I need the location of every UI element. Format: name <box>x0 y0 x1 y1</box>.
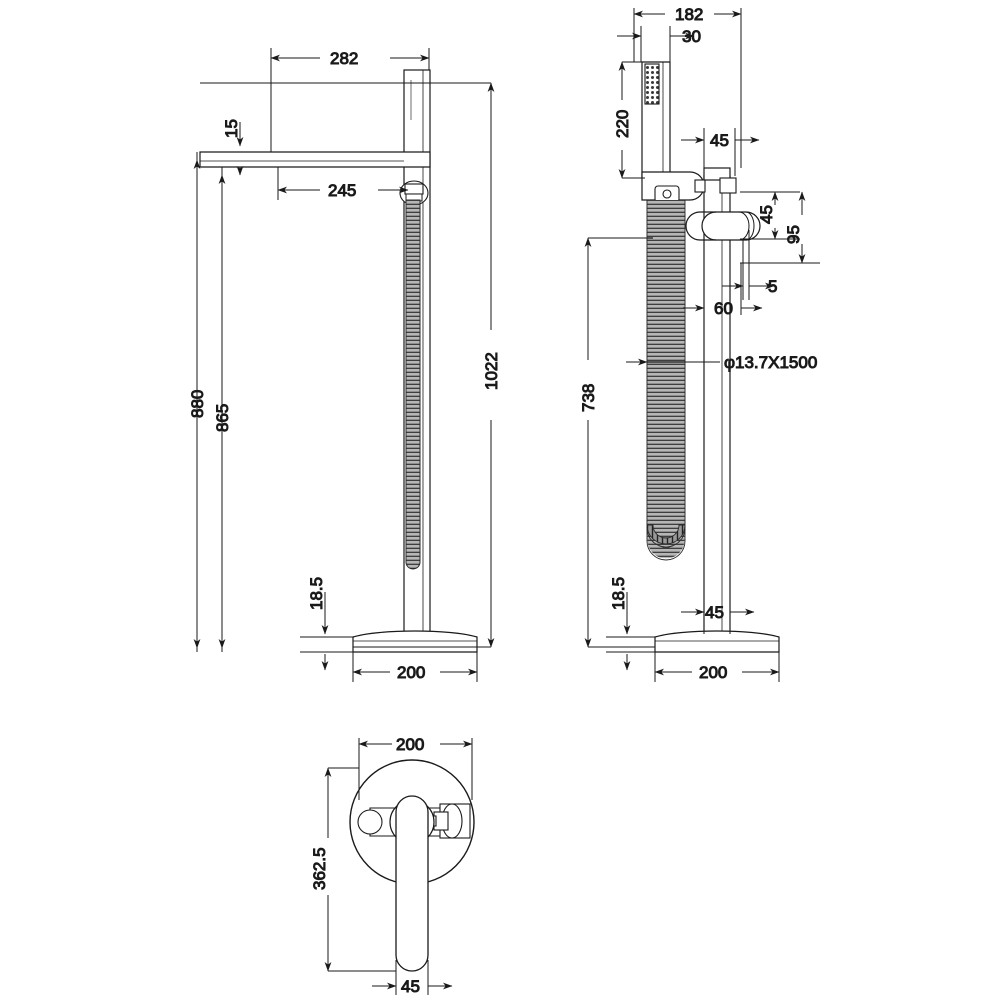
front-base-plate <box>352 630 478 653</box>
dim-18p5-front: 18.5 <box>307 577 326 610</box>
dim-95: 95 <box>784 225 803 244</box>
dim-245: 245 <box>328 181 356 200</box>
dim-18p5-side: 18.5 <box>609 577 628 610</box>
dim-5: 5 <box>768 277 777 296</box>
dim-15: 15 <box>222 119 241 138</box>
dim-880: 880 <box>188 390 207 418</box>
dim-865: 865 <box>213 404 232 432</box>
side-hose <box>646 200 686 561</box>
dim-45-height: 45 <box>757 205 776 224</box>
dim-45-plan: 45 <box>401 977 420 996</box>
side-handset <box>641 61 671 189</box>
dim-60: 60 <box>714 299 733 318</box>
side-outlet-nub <box>694 177 737 194</box>
dim-200-plan: 200 <box>396 735 424 754</box>
plan-valve-boss <box>425 803 471 839</box>
dim-200-front: 200 <box>397 663 425 682</box>
side-valve-body <box>685 211 761 241</box>
dim-1022: 1022 <box>482 352 501 390</box>
plan-lever-handle <box>395 795 429 972</box>
dim-hose-spec: φ13.7X1500 <box>724 353 817 372</box>
plan-view <box>349 759 475 972</box>
side-base-plate <box>654 630 780 653</box>
dim-30: 30 <box>682 27 701 46</box>
side-view-dimensions: 182 30 220 45 45 95 5 <box>579 5 820 683</box>
dim-200-side: 200 <box>699 663 727 682</box>
dim-220: 220 <box>613 110 632 138</box>
front-spout <box>199 151 431 168</box>
dim-282: 282 <box>330 49 358 68</box>
front-hose <box>405 199 421 570</box>
plan-view-dimensions: 200 362.5 45 <box>310 735 473 997</box>
side-elevation-view <box>641 61 780 653</box>
dim-182: 182 <box>675 5 703 24</box>
dim-362p5: 362.5 <box>310 847 329 890</box>
dim-45-column: 45 <box>705 603 724 622</box>
side-handset-holder <box>641 171 705 203</box>
dim-45-valve: 45 <box>710 131 729 150</box>
side-riser-column <box>703 167 731 638</box>
dim-738: 738 <box>579 384 598 412</box>
front-view-dimensions: 282 15 245 880 865 1022 18.5 <box>188 48 502 683</box>
